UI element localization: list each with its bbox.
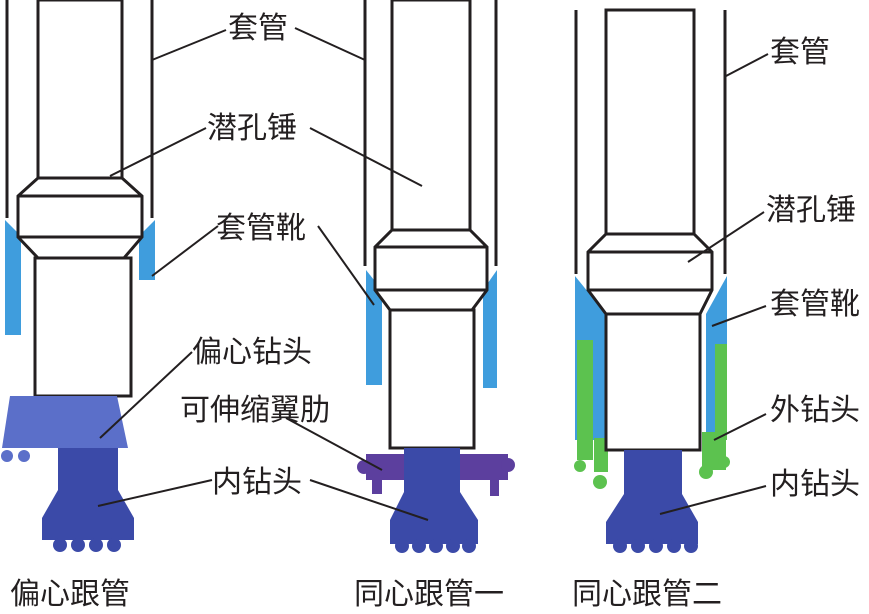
caption-c: 同心跟管二 xyxy=(572,577,722,612)
wing-right-b xyxy=(460,454,508,480)
hammer-body-b xyxy=(388,308,476,450)
diagram-eccentric xyxy=(1,0,227,552)
label-hammer-c: 潜孔锤 xyxy=(766,193,856,228)
leader-casing-a xyxy=(151,29,227,61)
label-shoe-c: 套管靴 xyxy=(770,287,860,322)
label-eccentric-bit-a: 偏心钻头 xyxy=(192,335,312,370)
caption-a: 偏心跟管 xyxy=(10,577,130,612)
hammer-rod-a xyxy=(36,0,124,180)
hammer-head-b xyxy=(373,228,489,312)
eccentric-bit-a xyxy=(2,396,128,448)
label-outer-bit-c: 外钻头 xyxy=(770,393,860,428)
leader-inner-c xyxy=(659,485,767,515)
leader-hammer-c xyxy=(687,211,765,263)
leader-inner-b xyxy=(309,479,429,521)
diagram-concentric-1 xyxy=(285,0,515,553)
leader-casing-b xyxy=(294,27,366,61)
wing-left-b xyxy=(366,454,404,480)
leader-shoe-a xyxy=(151,225,219,277)
label-shoe-a: 套管靴 xyxy=(216,211,306,246)
leader-hammer-b xyxy=(309,127,423,187)
hammer-head-c xyxy=(586,232,714,316)
label-inner-bit-c: 内钻头 xyxy=(770,467,860,502)
casing-shoe-left-a xyxy=(5,220,21,335)
inner-bit-b xyxy=(390,448,478,544)
inner-bit-a xyxy=(42,448,134,540)
inner-bit-c xyxy=(606,450,698,544)
hammer-rod-c xyxy=(604,8,696,236)
leader-eccentric-a xyxy=(99,351,193,439)
caption-b: 同心跟管一 xyxy=(354,577,504,612)
hammer-body-a xyxy=(33,256,133,398)
outer-bit-right-c xyxy=(715,344,727,440)
leader-shoe-b xyxy=(317,225,375,306)
label-inner-bit-a: 内钻头 xyxy=(212,465,302,500)
leader-wings-b xyxy=(285,417,383,471)
label-hammer-a: 潜孔锤 xyxy=(207,111,297,146)
hammer-rod-b xyxy=(390,0,472,232)
leader-casing-c xyxy=(725,53,769,77)
leader-shoe-c xyxy=(711,305,767,327)
leader-outer-c xyxy=(713,413,767,441)
leader-inner-a xyxy=(97,479,213,507)
label-casing-c: 套管 xyxy=(770,35,830,70)
label-wings-b: 可伸缩翼肋 xyxy=(180,393,330,428)
diagram-concentric-2 xyxy=(574,8,769,553)
hammer-head-a xyxy=(16,176,144,260)
casing-shoe-right-b xyxy=(483,270,497,388)
hammer-body-c xyxy=(604,312,702,452)
label-casing-a: 套管 xyxy=(228,11,288,46)
outer-bit-left-c xyxy=(577,340,593,460)
leader-hammer-a xyxy=(109,127,207,177)
